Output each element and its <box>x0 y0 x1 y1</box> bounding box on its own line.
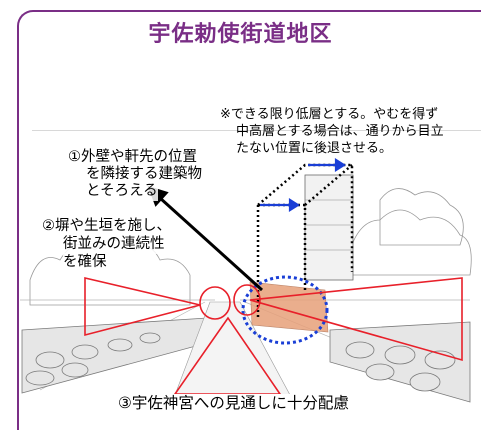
guideline2-line-2: 街並みの連続性 <box>63 235 165 254</box>
guideline1-pointer-arrow <box>147 185 264 292</box>
divider-line <box>32 130 481 131</box>
guideline3-text: ③宇佐神宮への見通しに十分配慮 <box>118 394 349 413</box>
guideline1-line-3: とそろえる <box>86 182 158 201</box>
midrise-building-sketch <box>304 174 354 281</box>
guideline1-line-1: ①外壁や軒先の位置 <box>68 148 197 167</box>
stone-wall-right <box>329 321 471 403</box>
continuity-wedges <box>84 276 463 362</box>
note-line-1: ※できる限り低層とする。やむを得ず <box>220 107 439 122</box>
setback-arrows <box>260 158 347 212</box>
guideline1-line-2: を隣接する建築物 <box>86 165 202 184</box>
stone-wall-left <box>21 317 208 394</box>
setback-ellipse <box>241 275 329 345</box>
note-line-3: たない位置に後退させる。 <box>236 141 393 156</box>
guideline2-line-3: を確保 <box>63 253 107 272</box>
note-line-2: 中高層とする場合は、通りから目立 <box>236 124 444 139</box>
panel-frame <box>17 10 481 430</box>
page-title: 宇佐勅使街道地区 <box>148 22 333 47</box>
guideline2-line-1: ②塀や生垣を施し、 <box>42 217 171 236</box>
